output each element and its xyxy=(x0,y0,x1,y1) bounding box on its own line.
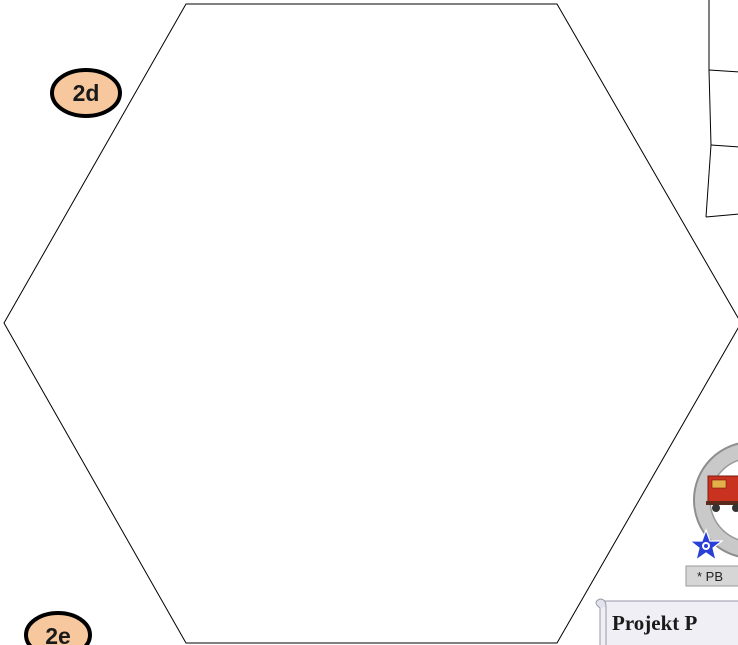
scroll-banner: Projekt P xyxy=(596,599,738,645)
badge-2e: 2e xyxy=(26,613,90,645)
project-emblem: * PB Projekt P xyxy=(596,442,738,645)
plate-label: * PB xyxy=(697,569,723,584)
badge-label: 2d xyxy=(73,80,100,106)
scroll-label: Projekt P xyxy=(612,611,698,635)
badge-label: 2e xyxy=(45,623,71,645)
badge-2d: 2d xyxy=(52,70,120,116)
tile-edge xyxy=(709,70,711,145)
tile-edge xyxy=(706,145,711,217)
tile-edge xyxy=(709,70,738,72)
adjacent-tile-edges xyxy=(706,0,738,217)
tile-edge xyxy=(706,214,738,217)
tile-edge xyxy=(711,145,738,147)
